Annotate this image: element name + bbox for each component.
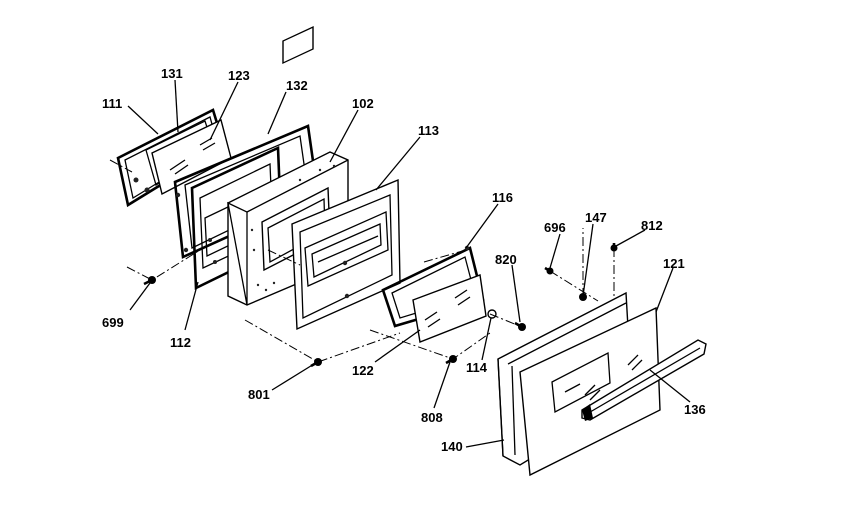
screw-820	[514, 321, 526, 331]
part-label-114: 114	[466, 360, 488, 375]
part-label-122: 122	[352, 363, 374, 378]
clip-114	[487, 309, 497, 319]
part-label-696: 696	[544, 220, 566, 235]
part-label-136: 136	[684, 402, 706, 417]
leader-lines	[127, 79, 691, 448]
part-label-123: 123	[228, 68, 250, 83]
front-glass-121	[519, 306, 661, 477]
part-label-699: 699	[102, 315, 124, 330]
part-label-113: 113	[418, 123, 439, 138]
part-label-801: 801	[248, 387, 270, 402]
part-label-111: 111	[102, 96, 122, 111]
part-label-147: 147	[585, 210, 607, 225]
part-label-121: 121	[663, 256, 685, 271]
window-glass-122	[412, 274, 487, 343]
part-label-808: 808	[421, 410, 443, 425]
door-handle-136	[581, 339, 707, 421]
part-label-116: 116	[492, 190, 513, 205]
assembly-axes	[109, 159, 615, 363]
part-label-131: 131	[161, 66, 183, 81]
part-labels: 111 131 123 132 102 113 116 696 147 812 …	[102, 66, 706, 454]
part-label-812: 812	[641, 218, 663, 233]
part-label-140: 140	[441, 439, 463, 454]
screw-699	[143, 276, 156, 286]
part-label-132: 132	[286, 78, 308, 93]
part-label-820: 820	[495, 252, 517, 267]
part-label-112: 112	[170, 335, 191, 350]
part-label-102: 102	[352, 96, 374, 111]
screw-696	[544, 266, 554, 275]
